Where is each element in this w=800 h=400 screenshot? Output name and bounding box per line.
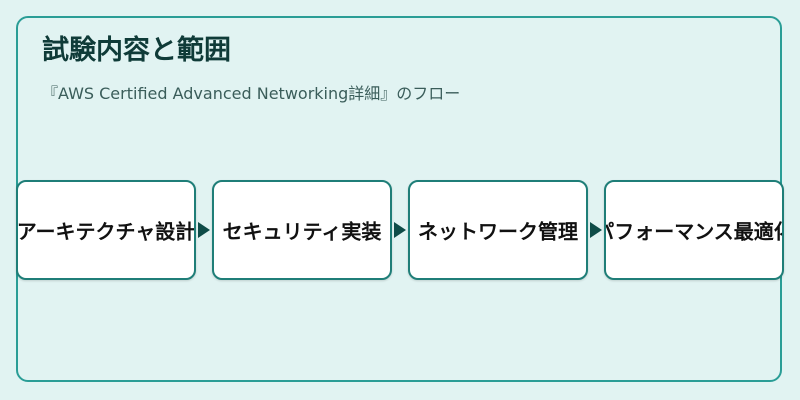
flow-step-network-management: ネットワーク管理: [408, 180, 588, 280]
flow-step-security: セキュリティ実装: [212, 180, 392, 280]
flow-step-label: アーキテクチャ設計: [16, 219, 196, 244]
flow-arrow-right-icon: [198, 222, 210, 238]
flow-step-architecture: アーキテクチャ設計: [16, 180, 196, 280]
flow-step-label: ネットワーク管理: [418, 219, 578, 244]
flow-step-label: パフォーマンス最適化: [604, 219, 784, 244]
page-title: 試験内容と範囲: [42, 35, 231, 66]
flow-step-label: セキュリティ実装: [222, 219, 382, 244]
page-subtitle: 『AWS Certified Advanced Networking詳細』のフロ…: [42, 84, 461, 103]
flow-arrow-right-icon: [590, 222, 602, 238]
flow-arrow-right-icon: [394, 222, 406, 238]
flow-step-performance: パフォーマンス最適化: [604, 180, 784, 280]
